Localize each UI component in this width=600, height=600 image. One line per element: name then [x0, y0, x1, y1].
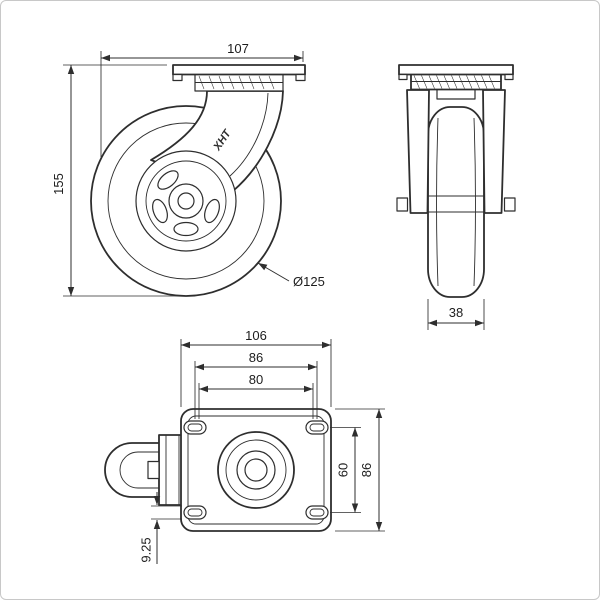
dimension-80: 80 [198, 372, 314, 419]
side-view: XHT 107 [51, 41, 325, 297]
dim-label-diameter: Ø125 [293, 274, 325, 289]
plan-axle-nut [147, 460, 160, 480]
dim-label-9-25: 9.25 [139, 537, 154, 562]
dimension-9-25: 9.25 [139, 492, 182, 564]
front-view-wheel [427, 106, 485, 298]
dimension-155: 155 [51, 64, 182, 297]
plan-view-wheel [104, 434, 188, 506]
dimension-107: 107 [100, 41, 304, 157]
dim-label-38: 38 [449, 305, 463, 320]
dim-label-86h: 86 [249, 350, 263, 365]
axle-nut-left [396, 197, 409, 212]
dim-label-155: 155 [51, 173, 66, 195]
dimension-60: 60 [330, 427, 361, 513]
plan-view-bearing [217, 431, 295, 509]
side-view-mounting-plate [172, 64, 306, 92]
dimension-86-vertical: 86 [335, 408, 385, 532]
dim-label-107: 107 [227, 41, 249, 56]
dimension-38: 38 [427, 299, 485, 330]
plan-view-bolt-slots [183, 420, 329, 520]
axle-bolt [177, 192, 195, 210]
hub-slots [152, 170, 220, 237]
dimension-86-horizontal: 86 [194, 350, 318, 419]
label-wheel-diameter: Ø125 [257, 262, 325, 289]
dimension-106: 106 [180, 328, 332, 407]
plan-view: 106 86 80 60 86 [104, 328, 385, 564]
dim-label-86v: 86 [359, 463, 374, 477]
front-view: 38 [396, 64, 516, 330]
dim-label-80: 80 [249, 372, 263, 387]
side-view-hub [135, 150, 237, 252]
dim-label-106: 106 [245, 328, 267, 343]
axle-nut-right [503, 197, 516, 212]
swivel-neck [436, 88, 476, 100]
front-view-mounting-plate [398, 64, 514, 91]
dim-label-60: 60 [336, 463, 351, 477]
